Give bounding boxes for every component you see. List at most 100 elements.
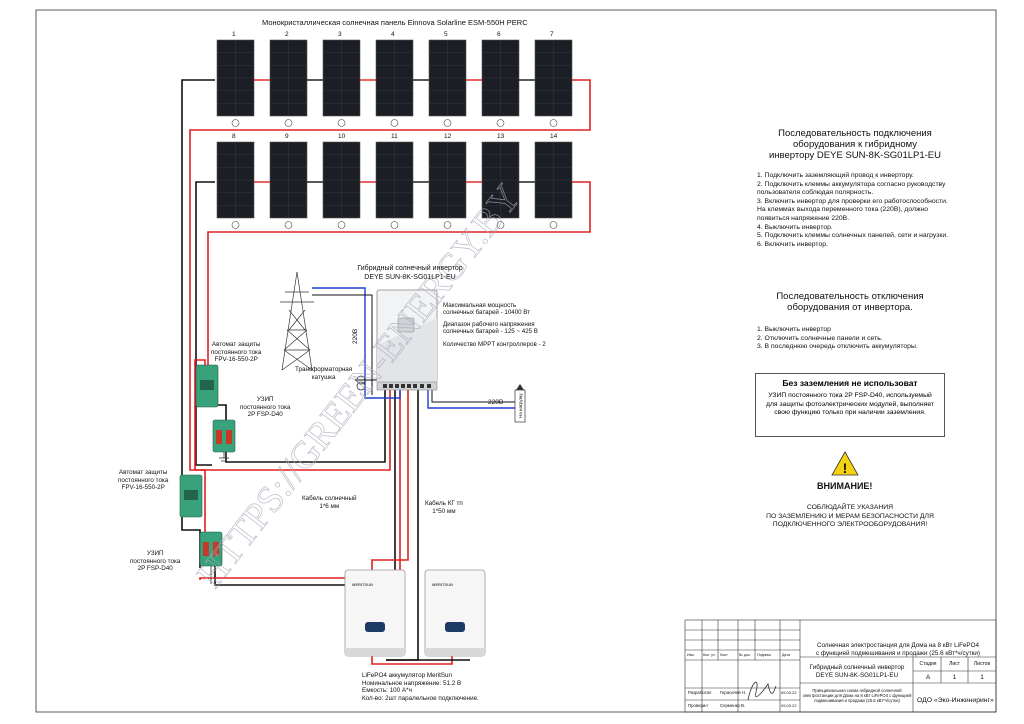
voltage-220-out: 220В bbox=[488, 399, 504, 406]
panel-ground-icon bbox=[284, 119, 293, 127]
stamp-column-header: Дата bbox=[782, 653, 790, 657]
breaker-1-label: Автомат защиты постоянного тока FPV-16-5… bbox=[211, 341, 262, 363]
solar-panel bbox=[481, 39, 520, 127]
transmission-tower-icon bbox=[280, 271, 314, 371]
stamp-sheets: 1 bbox=[980, 674, 984, 681]
panel-ground-icon bbox=[284, 221, 293, 229]
solar-panel bbox=[216, 141, 255, 229]
transformer-label: Трансформаторная катушка bbox=[295, 366, 353, 381]
panel-ground-icon bbox=[443, 119, 452, 127]
battery-1-screen bbox=[365, 622, 385, 632]
breaker-2-label: Автомат защиты постоянного тока FPV-16-5… bbox=[118, 469, 169, 491]
solar-panel bbox=[428, 141, 467, 229]
string1-negative-to-inverter bbox=[218, 390, 386, 463]
bottom-row-negative-wire bbox=[195, 181, 215, 466]
inverter-terminals bbox=[383, 384, 431, 388]
panel-number: 9 bbox=[285, 133, 289, 140]
battery-1-brand: MERITSUN bbox=[352, 582, 373, 587]
transformer-coil-icon bbox=[356, 375, 366, 391]
disconnect-step: 2. Отключить солнечные панели и сеть. bbox=[757, 334, 883, 342]
disconnect-step: 3. В последнюю очередь отключить аккумул… bbox=[757, 343, 918, 351]
stamp-column-header: Изм bbox=[687, 653, 694, 657]
connect-step: 6. Включить инвертор. bbox=[757, 240, 828, 248]
grid-ac-wire bbox=[312, 287, 401, 399]
stamp-sheets-header: Листов bbox=[973, 661, 991, 667]
stamp-checked-label: Проверил bbox=[688, 703, 708, 708]
uzip-2-label: УЗИП постоянного тока 2P FSP-D40 bbox=[130, 550, 181, 572]
bottom-row-positive-wire bbox=[207, 181, 591, 372]
disconnect-sequence-title: Последовательность отключения оборудован… bbox=[776, 291, 924, 313]
stamp-column-header: Кол. уч bbox=[703, 653, 715, 657]
stamp-developed-label: Разработал bbox=[688, 690, 712, 695]
stamp-date-1: 09.03.22 bbox=[781, 690, 797, 695]
solar-panel bbox=[534, 141, 573, 229]
disconnect-step: 1. Выключить инвертор bbox=[757, 326, 831, 333]
inverter-title: Гибридный солнечный инвертор DEYE SUN-8K… bbox=[357, 265, 463, 281]
load-label: На нагрузку bbox=[518, 393, 523, 418]
load-ac-neutral bbox=[431, 390, 520, 403]
battery-1 bbox=[344, 569, 406, 657]
uzip-1 bbox=[212, 419, 236, 453]
solar-panel bbox=[269, 141, 308, 229]
connect-steps-list: 1. Подключить заземляющий провод к инвер… bbox=[757, 172, 952, 249]
panel-ground-icon bbox=[496, 221, 505, 229]
no-ground-text: УЗИП постоянного тока 2P FSP-D40, исполь… bbox=[765, 392, 934, 416]
stamp-company: ОДО «Эко-Инжиниринг» bbox=[917, 697, 994, 704]
connect-sequence-title: Последовательность подключения оборудова… bbox=[768, 128, 942, 161]
stamp-sheet-header: Лист bbox=[949, 661, 960, 667]
panel-ground-icon bbox=[390, 119, 399, 127]
panel-number: 13 bbox=[497, 133, 505, 140]
connect-step: 3. Включить инвертор для проверки его ра… bbox=[757, 197, 948, 222]
attention-text: СОБЛЮДАЙТЕ УКАЗАНИЯ ПО ЗАЗЕМЛЕНИЮ И МЕРА… bbox=[766, 504, 934, 528]
uzip-1-label: УЗИП постоянного тока 2P FSP-D40 bbox=[240, 396, 291, 418]
stamp-stage: А bbox=[925, 674, 931, 681]
solar-panel-array bbox=[216, 39, 573, 229]
solar-panel bbox=[216, 39, 255, 127]
panel-ground-icon bbox=[231, 119, 240, 127]
battery-2-brand: MERITSUN bbox=[432, 582, 453, 587]
panel-number: 7 bbox=[550, 31, 554, 38]
string2-negative-to-inverter bbox=[214, 390, 396, 586]
load-connector bbox=[514, 384, 526, 423]
no-ground-warning-box: Без заземления не использоват УЗИП посто… bbox=[755, 373, 945, 437]
connect-step: 2. Подключить клеммы аккумулятора соглас… bbox=[757, 180, 946, 197]
panel-ground-icon bbox=[496, 119, 505, 127]
battery-info: LiFePO4 аккумулятор MeritSun Номинальное… bbox=[362, 672, 479, 702]
panel-ground-icon bbox=[443, 221, 452, 229]
svg-text:!: ! bbox=[843, 460, 848, 476]
panel-title: Монокристаллическая солнечная панель Ein… bbox=[262, 18, 528, 27]
string2-positive-to-inverter bbox=[199, 390, 401, 580]
battery-2-screen bbox=[445, 622, 465, 632]
solar-panel bbox=[322, 141, 361, 229]
disconnect-steps-list: 1. Выключить инвертор 2. Отключить солне… bbox=[757, 326, 957, 352]
panel-number: 12 bbox=[444, 133, 452, 140]
grid-ac-neutral bbox=[312, 294, 373, 395]
stamp-column-header: № док. bbox=[739, 653, 751, 657]
connect-step: 5. Подключить клеммы солнечных панелей, … bbox=[757, 232, 949, 240]
panel-number: 4 bbox=[391, 31, 395, 38]
connect-step: 1. Подключить заземляющий провод к инвер… bbox=[757, 172, 914, 179]
solar-panel bbox=[534, 39, 573, 127]
solar-panel bbox=[481, 141, 520, 229]
dc-breaker-1 bbox=[195, 364, 219, 408]
panel-number: 8 bbox=[232, 133, 236, 140]
cable-kg-label: Кабель КГ тп 1*50 мм bbox=[425, 500, 463, 515]
battery-2 bbox=[424, 569, 486, 657]
stamp-column-header: Лист bbox=[720, 653, 728, 657]
stamp-sheet: 1 bbox=[952, 674, 957, 681]
stamp-project: Солнечная электростанция для Дома на 8 к… bbox=[815, 642, 981, 657]
panel-number: 3 bbox=[338, 31, 342, 38]
stamp-developed-name: Герасичев Н. bbox=[720, 690, 747, 695]
panel-ground-icon bbox=[549, 221, 558, 229]
panel-ground-icon bbox=[390, 221, 399, 229]
panel-ground-icon bbox=[231, 221, 240, 229]
title-block-grid bbox=[684, 619, 997, 713]
stamp-stage-header: Стадия bbox=[919, 661, 937, 667]
stamp-column-header: Подпись bbox=[757, 653, 772, 657]
watermark: HTTPS://GREEN-ENERGY.BY bbox=[189, 177, 529, 596]
inverter-display bbox=[397, 317, 415, 333]
dc-breaker-2 bbox=[179, 474, 203, 518]
panel-ground-icon bbox=[337, 221, 346, 229]
